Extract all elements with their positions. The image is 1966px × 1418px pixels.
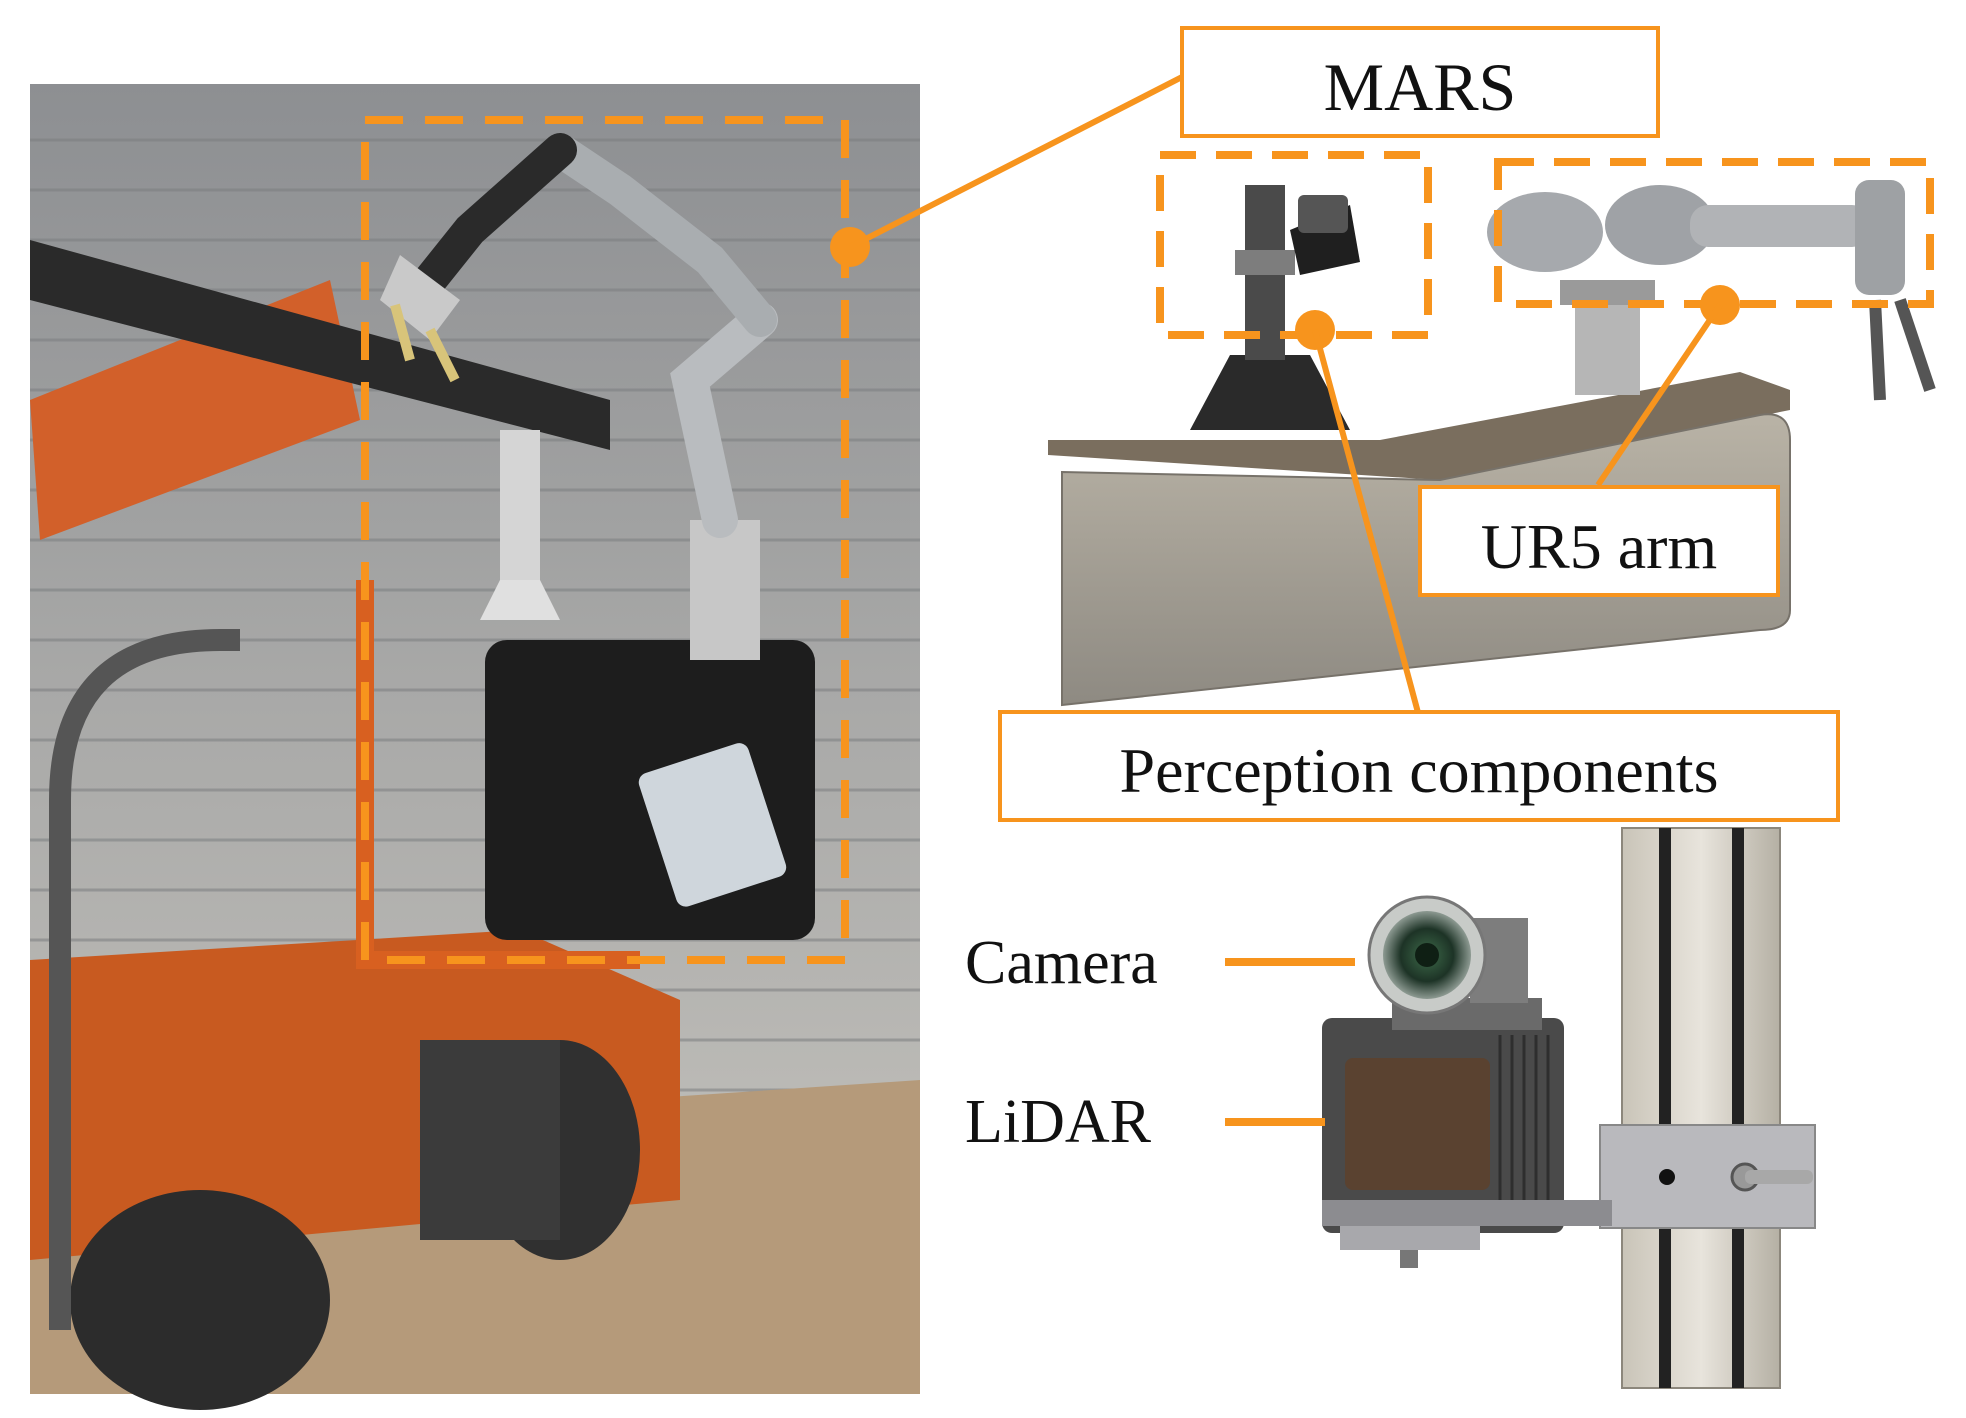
- ur5-callout-line: [1595, 303, 1723, 487]
- rail-clamp: [1599, 1124, 1816, 1229]
- mast-base-photo: [480, 580, 560, 620]
- lidar-label: LiDAR: [965, 1088, 1152, 1156]
- ur5-arm-photo: [380, 133, 778, 660]
- conveyor-beam: [30, 240, 610, 450]
- robot-photo: [30, 84, 920, 1410]
- camera-label: Camera: [965, 929, 1158, 997]
- mars-label-box: [1180, 26, 1660, 138]
- perception-callout-line: [1312, 329, 1423, 721]
- lidar-fins: [1498, 1035, 1550, 1215]
- mars-label: MARS: [1324, 49, 1517, 125]
- top-plate: [1048, 372, 1790, 480]
- front-wheel: [70, 1190, 330, 1410]
- perception-label: Perception components: [1120, 735, 1719, 806]
- ur5-arm-cad: [1487, 180, 1936, 401]
- vehicle-grille: [420, 1040, 560, 1240]
- camera-cad: [1298, 195, 1348, 233]
- teach-pendant: [638, 743, 787, 907]
- ur5-label: UR5 arm: [1481, 511, 1717, 582]
- mast-clamp-cad: [1235, 250, 1295, 275]
- lidar-window: [1345, 1058, 1490, 1190]
- mars-cad-render: [1048, 180, 1936, 707]
- mars-region-dashed: [361, 116, 849, 964]
- mounting-rail: [1621, 827, 1781, 1389]
- mars-callout-line: [848, 74, 1184, 250]
- ur5-label-box: [1418, 485, 1780, 597]
- handrail: [49, 629, 240, 1330]
- perception-label-box: [998, 710, 1840, 822]
- sensor-detail-render: [1322, 827, 1816, 1389]
- perception-region-dashed: [1156, 151, 1432, 339]
- perception-mount-base: [1190, 355, 1350, 430]
